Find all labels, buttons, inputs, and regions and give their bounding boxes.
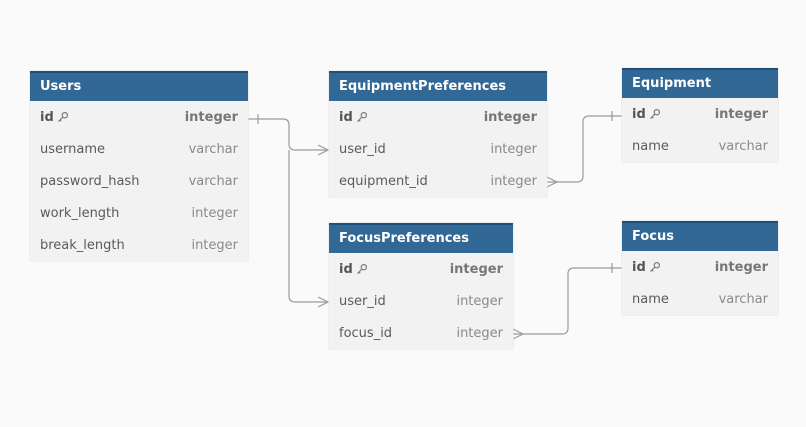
field-type: varchar <box>188 141 238 157</box>
field-type: integer <box>456 325 503 341</box>
table-header: Focus <box>622 221 778 251</box>
field-type: varchar <box>718 291 768 307</box>
field-name: focus_id <box>339 325 393 341</box>
link-users-focuspreferences <box>288 150 328 303</box>
field-name: id <box>40 109 54 125</box>
key-icon <box>649 261 661 273</box>
field-type: varchar <box>188 173 238 189</box>
field-name: equipment_id <box>339 173 428 189</box>
table-focuspreferences[interactable]: FocusPreferences id integer user_id inte… <box>329 223 513 349</box>
table-focus[interactable]: Focus id integer name varchar <box>622 221 778 315</box>
key-icon <box>356 111 368 123</box>
field-row-pk[interactable]: id integer <box>329 253 513 285</box>
link-users-equipmentpreferences <box>248 118 328 151</box>
table-users[interactable]: Users id integer username varchar passwo… <box>30 71 248 261</box>
field-type: integer <box>191 205 238 221</box>
many-marker <box>317 296 330 308</box>
field-row[interactable]: username varchar <box>30 133 248 165</box>
field-row-pk[interactable]: id integer <box>622 251 778 283</box>
field-name: id <box>339 261 353 277</box>
field-row-pk[interactable]: id integer <box>30 101 248 133</box>
field-row[interactable]: name varchar <box>622 130 778 162</box>
field-type: integer <box>714 106 768 122</box>
field-type: integer <box>456 293 503 309</box>
field-name: user_id <box>339 293 386 309</box>
link-equipment-equipmentpreferences <box>547 115 622 183</box>
field-name: user_id <box>339 141 386 157</box>
field-row[interactable]: password_hash varchar <box>30 165 248 197</box>
field-row[interactable]: work_length integer <box>30 197 248 229</box>
table-header: FocusPreferences <box>329 223 513 253</box>
field-name: id <box>339 109 353 125</box>
field-name: name <box>632 138 669 154</box>
many-marker <box>546 176 559 188</box>
key-icon <box>57 111 69 123</box>
field-row[interactable]: break_length integer <box>30 229 248 261</box>
field-row-pk[interactable]: id integer <box>622 98 778 130</box>
field-row-pk[interactable]: id integer <box>329 101 547 133</box>
table-header: Equipment <box>622 68 778 98</box>
link-focus-focuspreferences <box>513 267 622 335</box>
field-row[interactable]: equipment_id integer <box>329 165 547 197</box>
field-row[interactable]: user_id integer <box>329 133 547 165</box>
field-name: break_length <box>40 237 125 253</box>
many-marker <box>512 328 525 340</box>
key-icon <box>356 263 368 275</box>
table-header: EquipmentPreferences <box>329 71 547 101</box>
field-type: integer <box>449 261 503 277</box>
table-equipmentpreferences[interactable]: EquipmentPreferences id integer user_id … <box>329 71 547 197</box>
field-name: id <box>632 106 646 122</box>
field-name: password_hash <box>40 173 140 189</box>
many-marker <box>317 144 330 156</box>
field-row[interactable]: user_id integer <box>329 285 513 317</box>
key-icon <box>649 108 661 120</box>
field-type: integer <box>191 237 238 253</box>
field-type: integer <box>714 259 768 275</box>
field-type: integer <box>490 173 537 189</box>
field-row[interactable]: focus_id integer <box>329 317 513 349</box>
field-type: varchar <box>718 138 768 154</box>
table-header: Users <box>30 71 248 101</box>
field-name: username <box>40 141 105 157</box>
field-type: integer <box>483 109 537 125</box>
field-name: work_length <box>40 205 120 221</box>
field-type: integer <box>184 109 238 125</box>
field-name: name <box>632 291 669 307</box>
field-name: id <box>632 259 646 275</box>
field-type: integer <box>490 141 537 157</box>
field-row[interactable]: name varchar <box>622 283 778 315</box>
table-equipment[interactable]: Equipment id integer name varchar <box>622 68 778 162</box>
